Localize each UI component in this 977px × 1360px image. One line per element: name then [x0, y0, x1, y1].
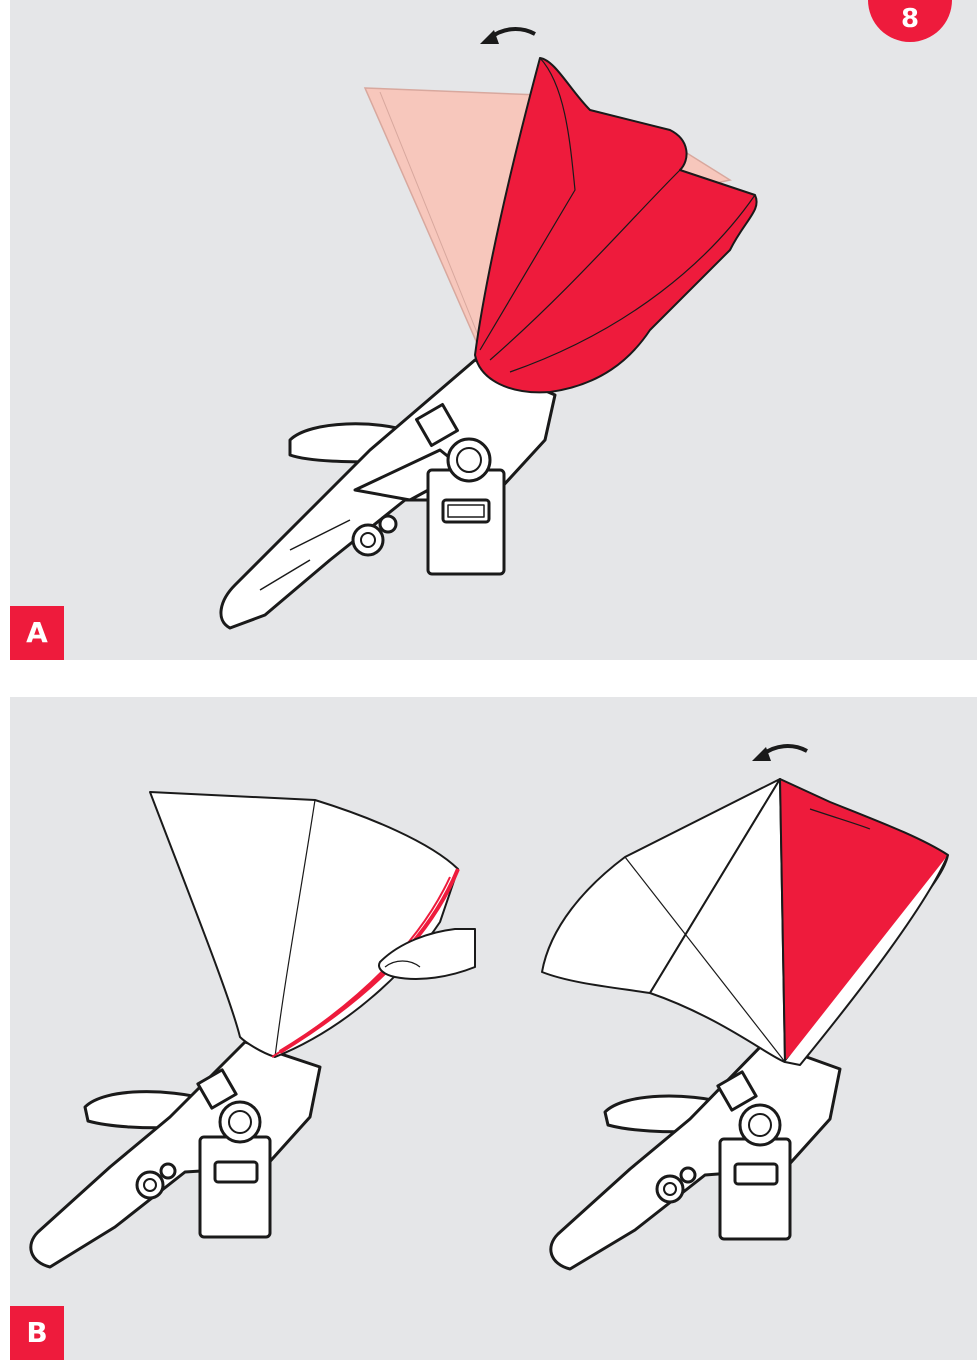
canopy-red	[474, 57, 758, 394]
panel-b: B	[10, 697, 977, 1360]
hand	[378, 928, 476, 980]
canopy-right	[541, 778, 949, 1066]
rotate-arrow-icon	[480, 27, 536, 44]
panel-a-illustration	[219, 27, 758, 630]
canopy-left	[149, 791, 460, 1058]
seat-frame-left	[29, 1040, 322, 1269]
panel-label-a: A	[10, 606, 64, 660]
seat-frame-right	[549, 1040, 842, 1271]
panel-b-illustration	[29, 744, 949, 1271]
panel-a: 8 A	[10, 0, 977, 660]
panel-label-b: B	[10, 1306, 64, 1360]
seat-frame	[219, 358, 557, 630]
rotate-arrow-icon-b	[752, 744, 808, 761]
